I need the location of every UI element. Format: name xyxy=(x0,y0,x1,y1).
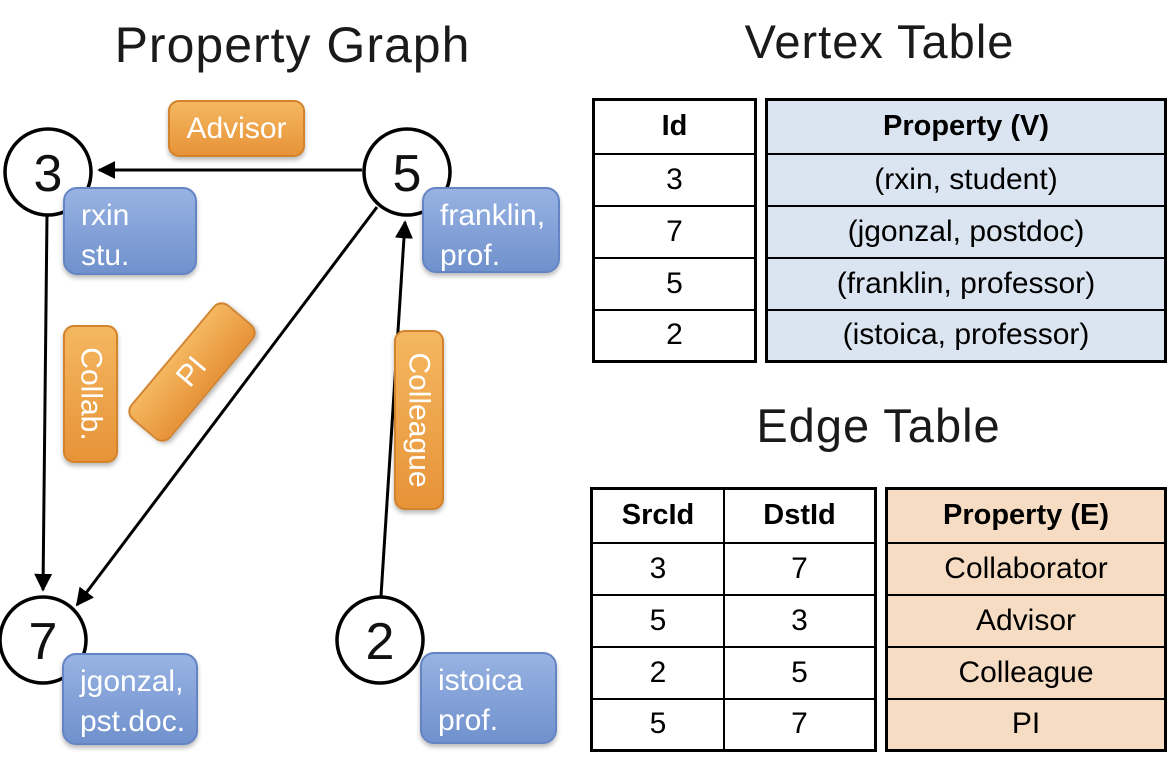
vertex-property-header: Property (V) xyxy=(765,98,1167,155)
edge-label-text: PI xyxy=(169,350,214,394)
vertex-property-line: prof. xyxy=(438,703,499,737)
cell-vertex-id: 7 xyxy=(592,204,757,259)
cell-dst-id: 3 xyxy=(723,593,877,648)
edge-table: SrcId DstId 3 7 5 3 2 5 5 7 Property (E)… xyxy=(590,487,1167,752)
cell-dst-id: 7 xyxy=(723,541,877,596)
table-row: (istoica, professor) xyxy=(765,308,1167,363)
vertex-id-header: Id xyxy=(592,98,757,155)
edge-label-text: Collab. xyxy=(74,347,108,441)
vertex-table-title: Vertex Table xyxy=(744,15,1015,68)
cell-vertex-property: (franklin, professor) xyxy=(765,256,1167,311)
table-row: 3 xyxy=(592,152,757,207)
cell-vertex-id: 5 xyxy=(592,256,757,311)
table-header-row: Id xyxy=(592,98,757,155)
vertex-property-line: istoica xyxy=(438,664,524,697)
vertex-property-line: stu. xyxy=(81,238,130,272)
table-row: PI xyxy=(885,697,1167,752)
cell-src-id: 2 xyxy=(590,645,725,700)
table-row: 3 7 xyxy=(590,541,877,596)
vertex-id-3: 3 xyxy=(33,145,63,203)
table-row: Colleague xyxy=(885,645,1167,700)
cell-vertex-property: (rxin, student) xyxy=(765,152,1167,207)
edge-dstid-header: DstId xyxy=(723,487,877,544)
cell-dst-id: 5 xyxy=(723,645,877,700)
edge-property-header: Property (E) xyxy=(885,487,1167,544)
edge-table-property-column: Property (E) Collaborator Advisor Collea… xyxy=(885,487,1167,752)
vertex-circle-2 xyxy=(335,595,425,685)
vertex-property-line: rxin xyxy=(81,199,130,232)
table-row: Advisor xyxy=(885,593,1167,648)
vertex-property-line: pst.doc. xyxy=(80,704,186,738)
table-row: 5 3 xyxy=(590,593,877,648)
vertex-property-line: prof. xyxy=(440,238,501,272)
cell-vertex-id: 2 xyxy=(592,308,757,363)
cell-dst-id: 7 xyxy=(723,697,877,752)
vertex-property-box-7: jgonzal, pst.doc. xyxy=(62,653,198,745)
edge-label-text: Colleague xyxy=(403,352,437,488)
vertex-id-7: 7 xyxy=(28,613,58,671)
table-row: 2 5 xyxy=(590,645,877,700)
edge-label-advisor: Advisor xyxy=(168,100,305,157)
edge-label-text: Advisor xyxy=(186,111,287,145)
cell-vertex-property: (istoica, professor) xyxy=(765,308,1167,363)
cell-edge-property: PI xyxy=(885,697,1167,752)
edge-table-title: Edge Table xyxy=(756,399,1001,452)
table-header-row: Property (E) xyxy=(885,487,1167,544)
table-row: 2 xyxy=(592,308,757,363)
graph-canvas xyxy=(0,127,452,685)
cell-src-id: 5 xyxy=(590,593,725,648)
edge-colleague-2-to-5 xyxy=(379,220,413,597)
vertex-property-line: jgonzal, xyxy=(80,665,184,698)
vertex-table: Id 3 7 5 2 Property (V) (rxin, student) … xyxy=(592,98,1167,363)
vertex-property-box-3: rxin stu. xyxy=(63,187,197,275)
vertex-table-id-column: Id 3 7 5 2 xyxy=(592,98,757,363)
edge-table-id-columns: SrcId DstId 3 7 5 3 2 5 5 7 xyxy=(590,487,877,752)
cell-src-id: 3 xyxy=(590,541,725,596)
vertex-table-property-column: Property (V) (rxin, student) (jgonzal, p… xyxy=(765,98,1167,363)
table-header-row: SrcId DstId xyxy=(590,487,877,544)
cell-src-id: 5 xyxy=(590,697,725,752)
edge-pi-5-to-7 xyxy=(75,206,379,607)
cell-edge-property: Advisor xyxy=(885,593,1167,648)
cell-vertex-property: (jgonzal, postdoc) xyxy=(765,204,1167,259)
table-row: Collaborator xyxy=(885,541,1167,596)
edge-srcid-header: SrcId xyxy=(590,487,725,544)
edge-collab-3-to-7 xyxy=(34,213,53,592)
table-row: (rxin, student) xyxy=(765,152,1167,207)
table-row: (jgonzal, postdoc) xyxy=(765,204,1167,259)
cell-vertex-id: 3 xyxy=(592,152,757,207)
table-row: 5 7 xyxy=(590,697,877,752)
table-row: 7 xyxy=(592,204,757,259)
vertex-id-2: 2 xyxy=(365,613,395,671)
cell-edge-property: Colleague xyxy=(885,645,1167,700)
vertex-property-line: franklin, xyxy=(440,199,546,232)
table-row: 5 xyxy=(592,256,757,311)
table-row: (franklin, professor) xyxy=(765,256,1167,311)
edge-label-collab: Collab. xyxy=(63,325,118,463)
property-graph-title: Property Graph xyxy=(114,17,471,73)
vertex-property-box-5: franklin, prof. xyxy=(422,187,560,273)
table-header-row: Property (V) xyxy=(765,98,1167,155)
vertex-id-5: 5 xyxy=(392,145,422,203)
edge-label-colleague: Colleague xyxy=(394,330,444,510)
vertex-property-box-2: istoica prof. xyxy=(420,652,557,744)
cell-edge-property: Collaborator xyxy=(885,541,1167,596)
